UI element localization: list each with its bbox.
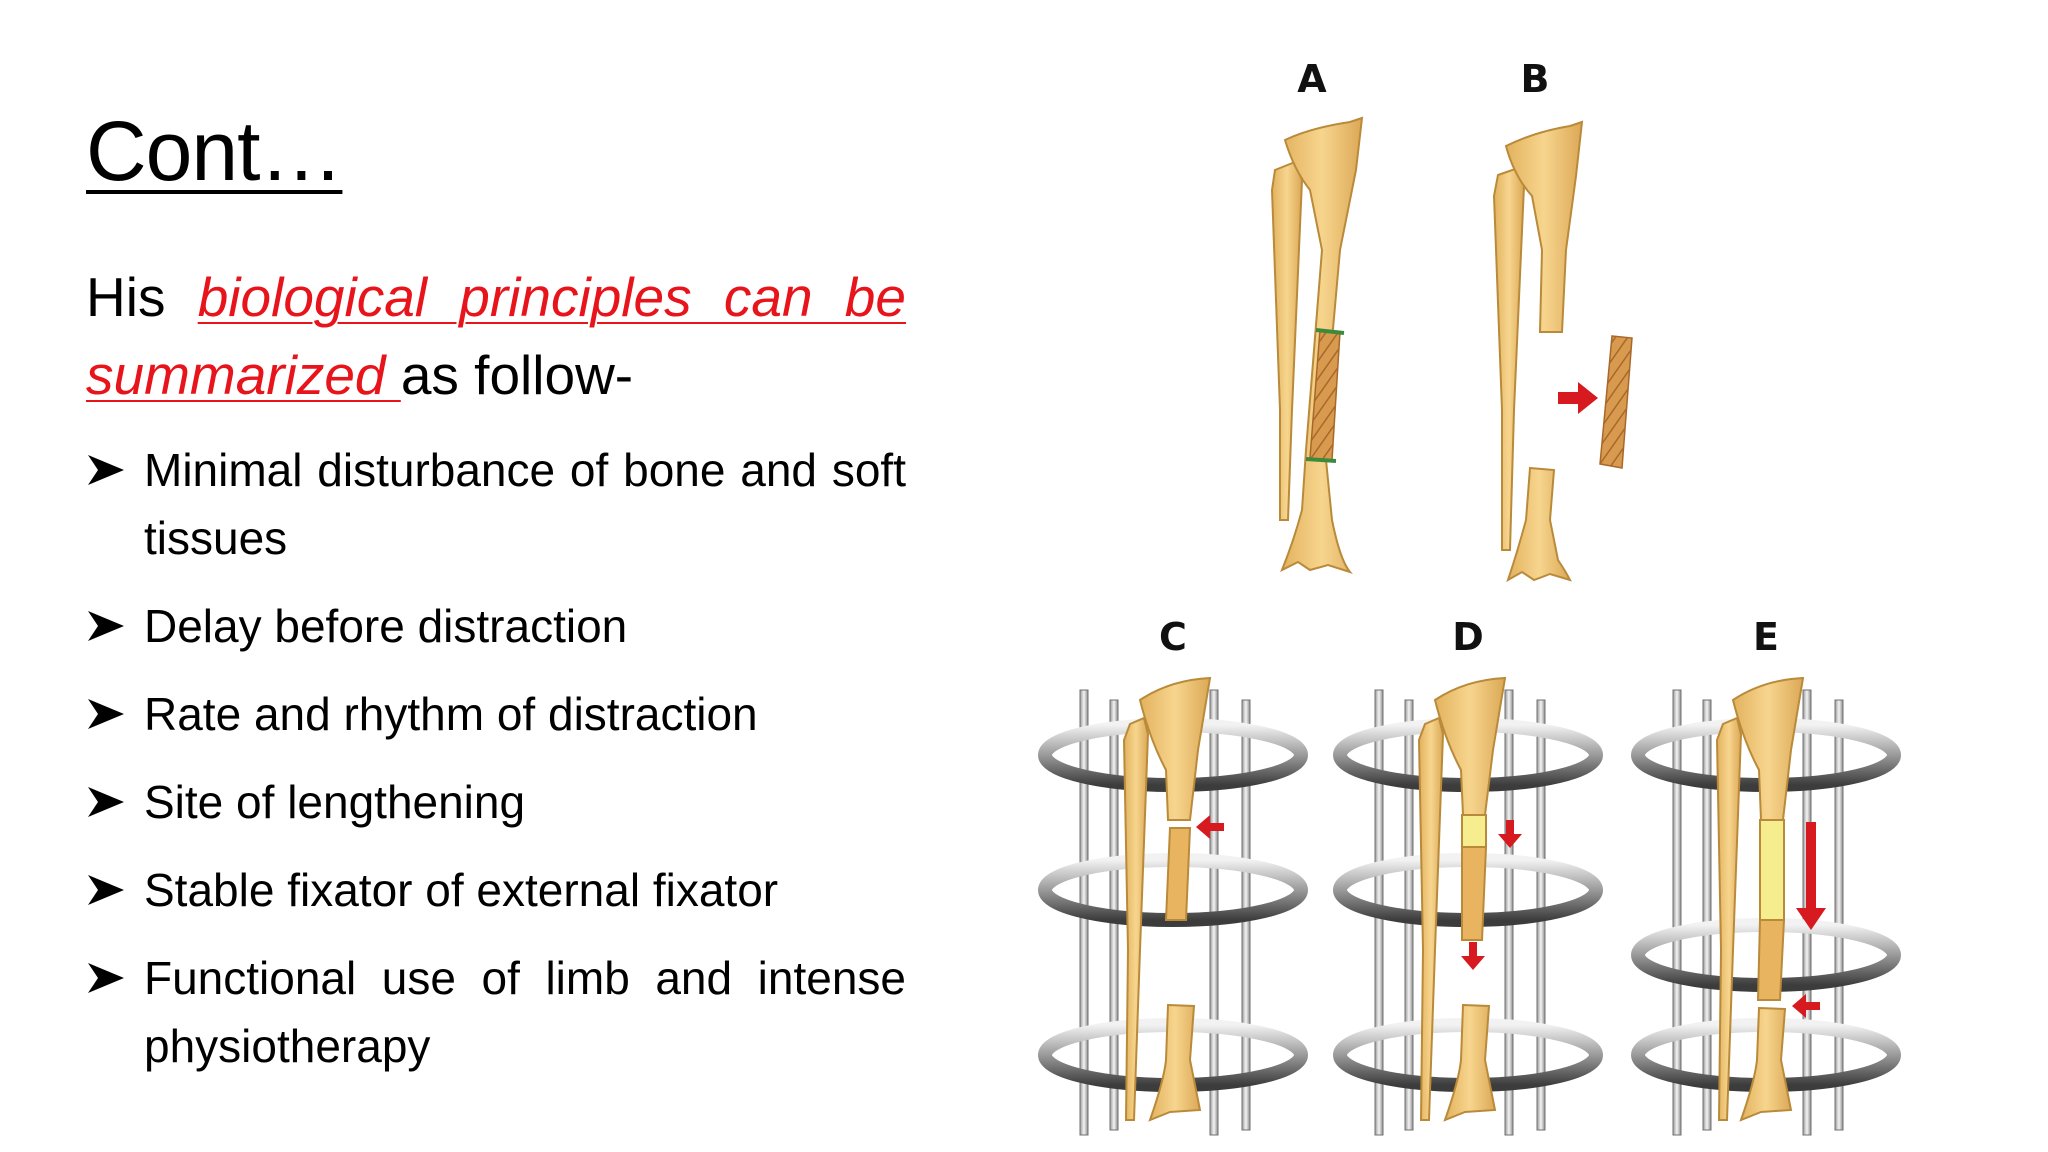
panel-label-a: A: [1297, 57, 1327, 101]
panel-c-fixator: [1038, 676, 1308, 1136]
intro-lead: His: [86, 266, 198, 328]
arrowhead-bullet-icon: [86, 436, 144, 504]
list-item: Delay before distraction: [86, 592, 906, 660]
arrowhead-bullet-icon: [86, 944, 144, 1012]
arrowhead-bullet-icon: [86, 680, 144, 748]
panel-label-b: B: [1521, 57, 1550, 101]
arrowhead-bullet-icon: [86, 592, 144, 660]
bone-transport-figure: A B C D E: [1010, 50, 1910, 1140]
panel-d-fixator: [1333, 676, 1603, 1136]
arrowhead-bullet-icon: [86, 768, 144, 836]
panel-a-bones: [1270, 116, 1364, 574]
principles-list: Minimal disturbance of bone and soft tis…: [86, 436, 906, 1100]
list-item: Rate and rhythm of distraction: [86, 680, 906, 748]
list-item-text: Stable fixator of external fixator: [144, 864, 779, 916]
panel-b-bones: [1492, 120, 1633, 583]
slide-title: Cont…: [86, 104, 343, 198]
list-item-text: Minimal disturbance of bone and soft tis…: [144, 444, 906, 564]
bone-transport-illustration: A B C D E: [1038, 57, 1901, 1136]
intro-tail: as follow-: [400, 344, 634, 406]
intro-text: His biological principles can be summari…: [86, 258, 906, 414]
list-item-text: Functional use of limb and intense physi…: [144, 952, 906, 1072]
panel-label-d: D: [1452, 615, 1484, 659]
list-item: Minimal disturbance of bone and soft tis…: [86, 436, 906, 572]
panel-e-fixator: [1631, 676, 1901, 1136]
arrowhead-bullet-icon: [86, 856, 144, 924]
list-item-text: Rate and rhythm of distraction: [144, 688, 758, 740]
list-item: Functional use of limb and intense physi…: [86, 944, 906, 1080]
panel-label-e: E: [1753, 615, 1779, 659]
list-item-text: Delay before distraction: [144, 600, 628, 652]
intro-emphasis: biological principles can be summarized: [86, 266, 906, 406]
list-item-text: Site of lengthening: [144, 776, 526, 828]
list-item: Site of lengthening: [86, 768, 906, 836]
list-item: Stable fixator of external fixator: [86, 856, 906, 924]
panel-label-c: C: [1159, 615, 1187, 659]
